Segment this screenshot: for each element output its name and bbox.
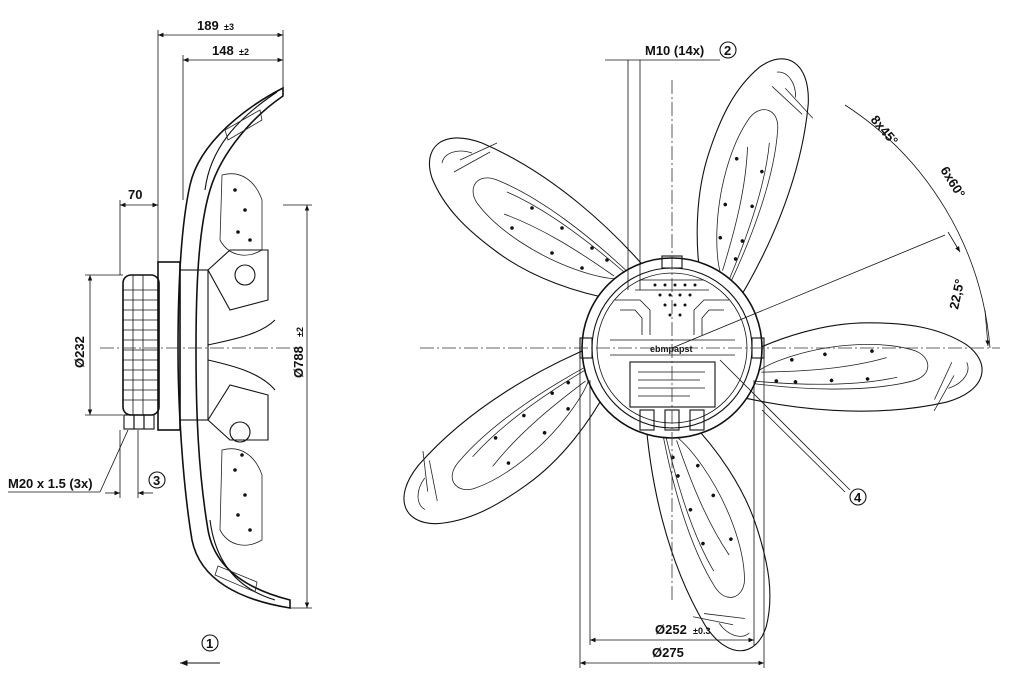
- dim-232-label: Ø232: [72, 336, 87, 368]
- dim-788-tolerance: ±2: [295, 327, 305, 337]
- thread-label: M20 x 1.5 (3x): [8, 476, 93, 491]
- dim-252-tolerance: ±0.3: [693, 626, 710, 636]
- dim-788-label: Ø788: [291, 346, 306, 378]
- callout-3-circle: [148, 471, 166, 489]
- bolt-label: M10 (14x): [645, 43, 704, 58]
- dim-189-tolerance: ±3: [224, 22, 234, 32]
- angle-8x45-label: 8x45°: [868, 112, 901, 148]
- dim-275-label: Ø275: [652, 645, 684, 660]
- mounting-flange: [157, 261, 181, 431]
- angle-6x60-label: 6x60°: [937, 164, 968, 201]
- dim-252-label: Ø252: [655, 622, 687, 637]
- side-view: 189 ±3 148 ±2 70 Ø232 Ø788 ±2 M20 x 1.5 …: [8, 18, 312, 667]
- callout-4-label: 4: [854, 490, 862, 505]
- dim-189-label: 189: [197, 18, 219, 33]
- dim-148-tolerance: ±2: [239, 47, 249, 57]
- callout-2-circle: [719, 41, 737, 59]
- front-view: ebmpapst M10 (14x) 2 8x45° 6x60° 22,5° 4: [396, 41, 1000, 668]
- side-blade-outline: [177, 86, 291, 609]
- angle-arc: [844, 104, 991, 349]
- hub-dot-grid: [653, 283, 697, 317]
- callout-4-circle: [849, 488, 867, 506]
- side-blade-dots: [233, 188, 252, 532]
- callout-1-label: 1: [206, 636, 213, 651]
- angle-22-5-label: 22,5°: [946, 278, 967, 311]
- dim-148-label: 148: [212, 43, 234, 58]
- brand-text: ebmpapst: [650, 344, 693, 354]
- blade-4: [562, 396, 841, 662]
- callout-3-label: 3: [153, 473, 160, 488]
- callout-2-label: 2: [724, 43, 731, 58]
- callout-1-circle: [201, 634, 219, 652]
- dim-70-label: 70: [128, 187, 142, 202]
- motor-fins: [122, 274, 160, 416]
